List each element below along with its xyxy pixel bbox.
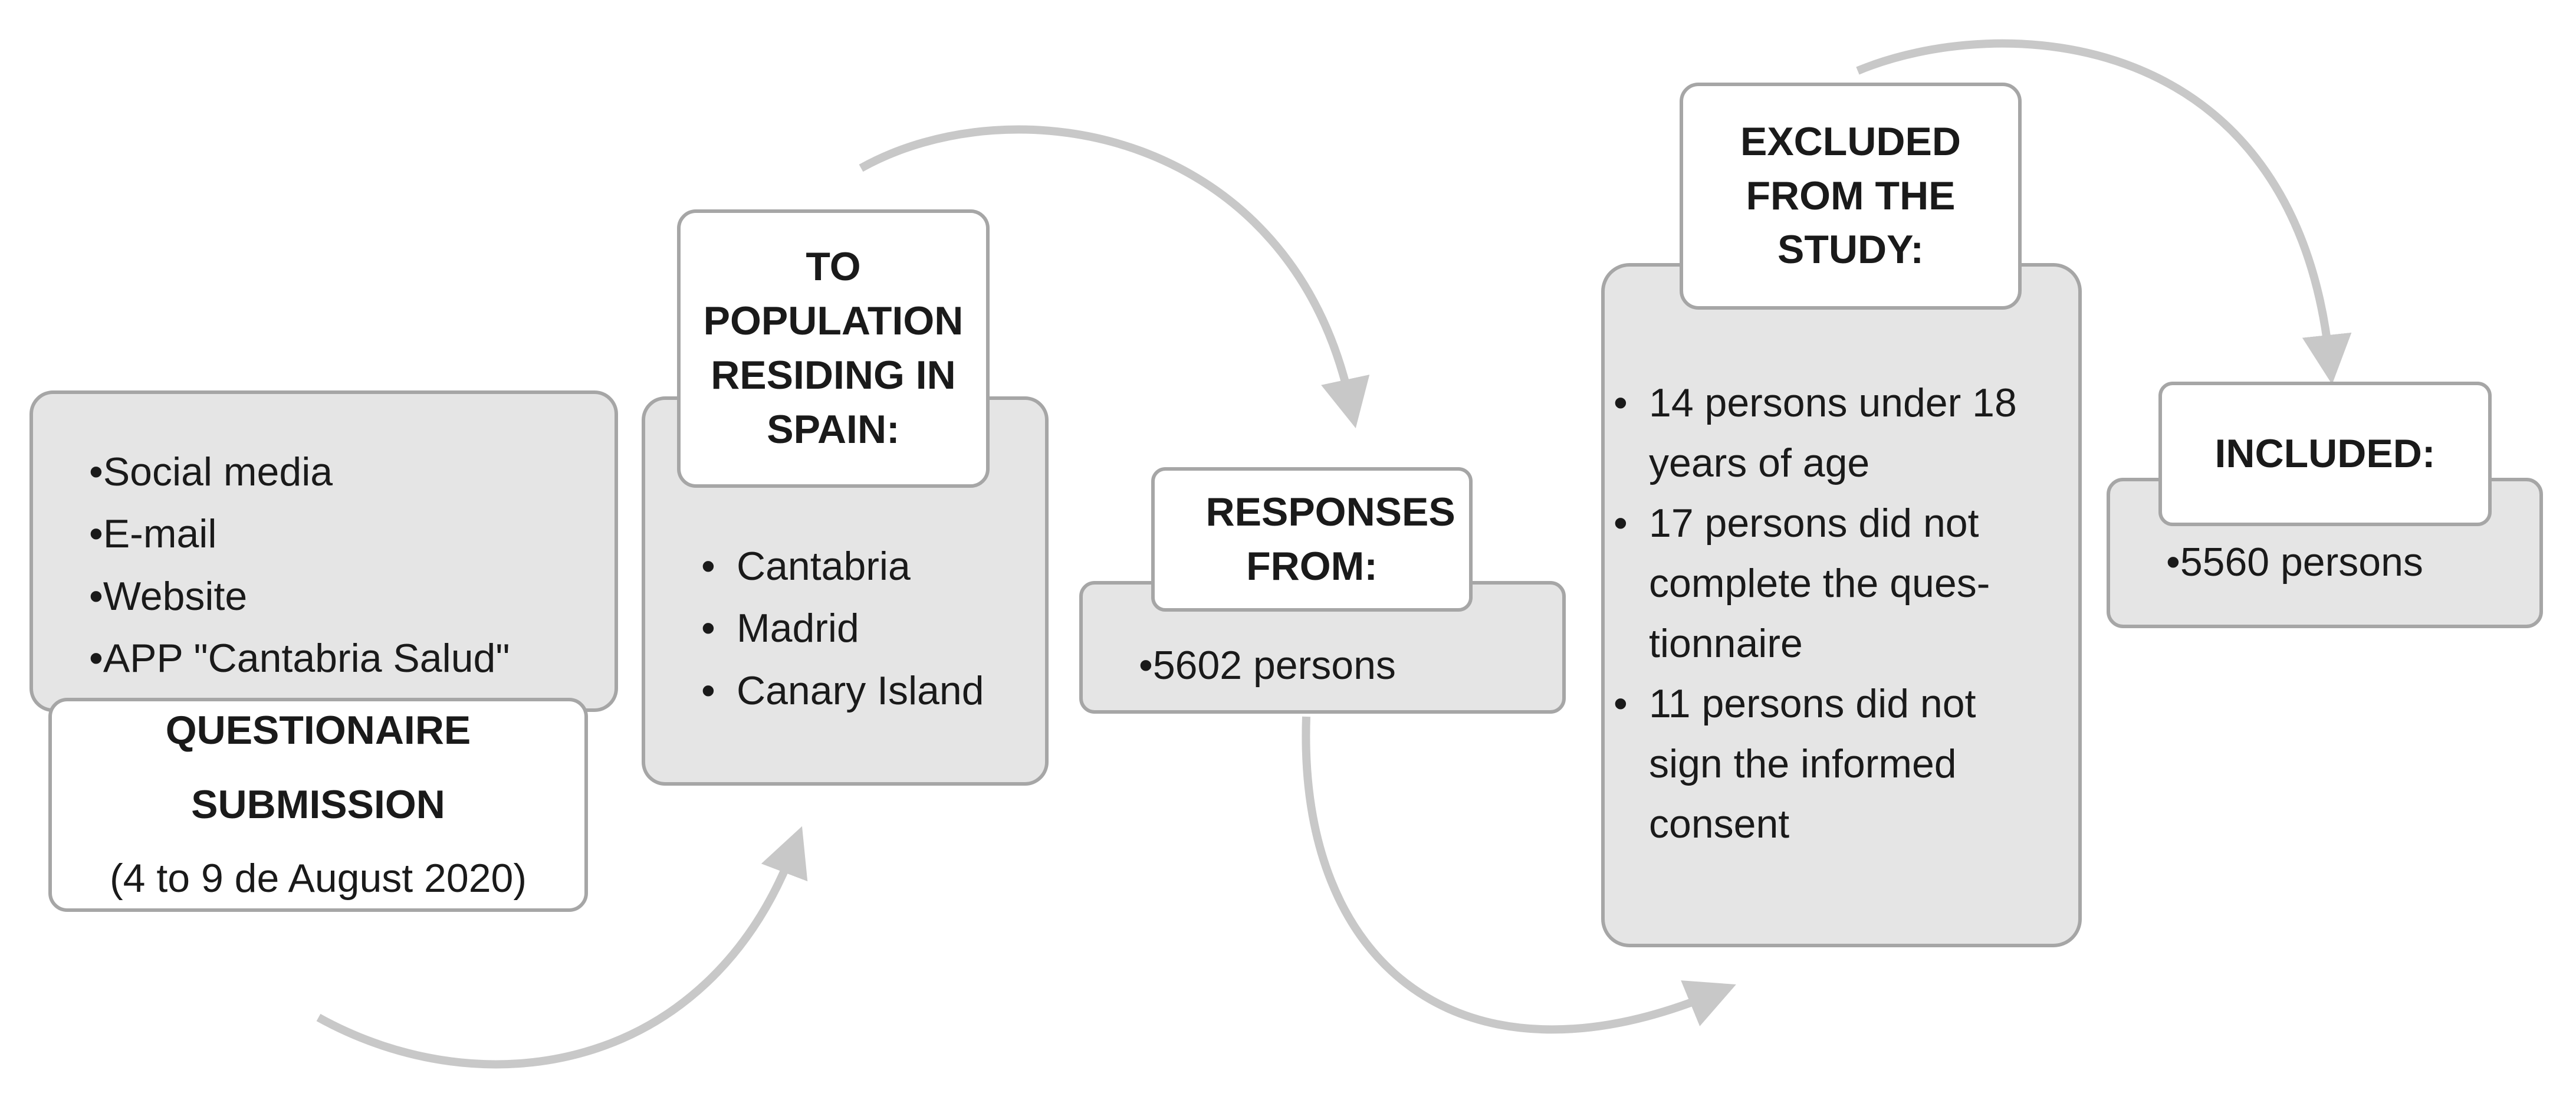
included-count: 5560 persons — [2166, 531, 2423, 593]
submission-channel-list: Social media E-mail Website APP "Cantabr… — [89, 441, 510, 690]
channel-item: APP "Cantabria Salud" — [89, 628, 510, 690]
channel-item: Social media — [89, 441, 510, 503]
channel-item: E-mail — [89, 503, 510, 565]
included-list: 5560 persons — [2166, 531, 2423, 593]
region-item: Cantabria — [701, 536, 1008, 598]
submission-title-line2: SUBMISSION — [191, 782, 445, 827]
submission-title-line1: QUESTIONAIRE — [165, 707, 471, 753]
excluded-reasons-box: 14 persons under 18 years of age 17 pers… — [1601, 263, 2082, 947]
excluded-reason-item: 14 persons under 18 years of age — [1614, 373, 2026, 493]
included-title: INCLUDED: — [2214, 431, 2436, 476]
responses-title: RESPONSES FROM: — [1205, 489, 1455, 589]
responses-label-box: RESPONSES FROM: — [1151, 467, 1473, 612]
excluded-title: EXCLUDED FROM THE STUDY: — [1740, 119, 1961, 273]
arrow-responses-to-excluded — [1302, 716, 1736, 1034]
arrow-excluded-to-included — [1856, 39, 2352, 385]
excluded-reason-item: 17 persons did not complete the ques- ti… — [1614, 493, 2026, 674]
region-item: Madrid — [701, 598, 1008, 660]
excluded-reason-list: 14 persons under 18 years of age 17 pers… — [1614, 373, 2026, 854]
population-title: TO POPULATION RESIDING IN SPAIN: — [703, 244, 964, 452]
submission-label-box: QUESTIONAIRE SUBMISSION (4 to 9 de Augus… — [48, 698, 588, 912]
submission-dates: (4 to 9 de August 2020) — [110, 856, 527, 901]
responses-list: 5602 persons — [1139, 635, 1396, 697]
responses-count: 5602 persons — [1139, 635, 1396, 697]
channel-item: Website — [89, 566, 510, 628]
region-item: Canary Island — [701, 660, 1008, 723]
excluded-label-box: EXCLUDED FROM THE STUDY: — [1680, 83, 2022, 310]
population-label-box: TO POPULATION RESIDING IN SPAIN: — [677, 209, 990, 488]
arrow-submission-to-population — [316, 826, 808, 1069]
excluded-reason-item: 11 persons did not sign the informed con… — [1614, 674, 2026, 854]
included-label-box: INCLUDED: — [2158, 382, 2492, 526]
submission-channels-box: Social media E-mail Website APP "Cantabr… — [29, 390, 618, 712]
region-list: Cantabria Madrid Canary Island — [701, 536, 1008, 723]
arrow-population-to-responses — [859, 125, 1370, 429]
